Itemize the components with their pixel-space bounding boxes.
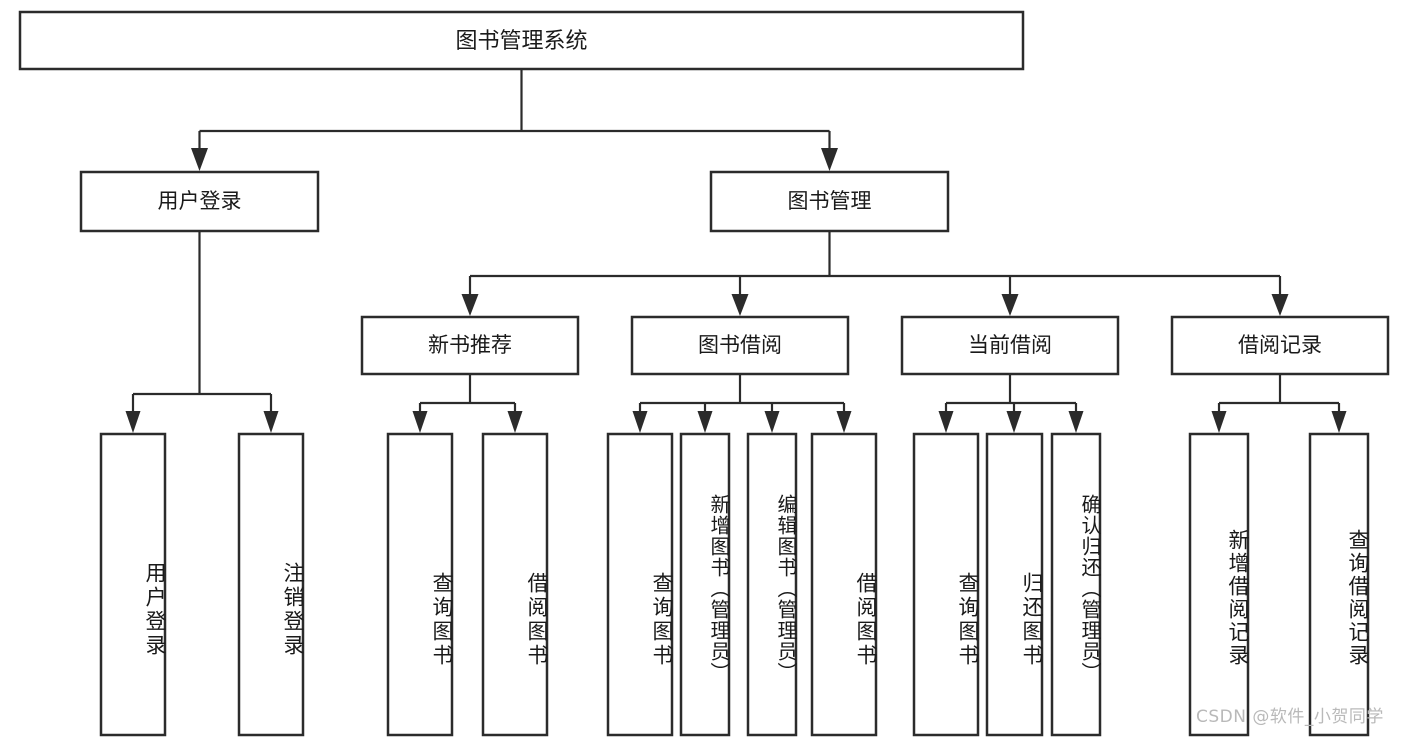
leaf-box-add-book-admin[interactable] xyxy=(679,432,731,737)
node-user-login[interactable]: 用户登录 xyxy=(79,170,320,233)
arrow-head-leaf-edit-book-admin xyxy=(764,411,780,433)
node-new-book-recommend[interactable]: 新书推荐 xyxy=(360,315,580,376)
arrow-head-book-borrow xyxy=(731,294,749,316)
arrow-head-leaf-query-borrow-record xyxy=(1331,411,1347,433)
node-user-login-box[interactable] xyxy=(79,170,320,233)
leaf-box-borrow-book[interactable] xyxy=(810,432,878,737)
arrow-head-leaf-add-book-admin xyxy=(697,411,713,433)
arrow-head-leaf-add-borrow-record xyxy=(1211,411,1227,433)
arrow-head-book-manage xyxy=(821,148,838,171)
node-book-borrow-label: 图书借阅 xyxy=(698,333,782,357)
leaf-box-query-book-current[interactable] xyxy=(912,432,980,737)
arrow-head-leaf-borrow-book-rec xyxy=(507,411,523,433)
node-book-manage[interactable]: 图书管理 xyxy=(709,170,950,233)
arrow-head-current-borrow xyxy=(1001,294,1019,316)
leaf-box-user-login[interactable] xyxy=(99,432,167,737)
arrow-head-new-book-recommend xyxy=(461,294,479,316)
leaf-box-layer xyxy=(99,432,1370,737)
leaf-box-return-book[interactable] xyxy=(985,432,1044,737)
node-current-borrow-label: 当前借阅 xyxy=(968,333,1052,357)
arrow-head-borrow-record xyxy=(1271,294,1289,316)
node-current-borrow-box[interactable] xyxy=(900,315,1120,376)
arrow-head-leaf-borrow-book xyxy=(836,411,852,433)
leaf-box-query-book-rec[interactable] xyxy=(386,432,454,737)
arrow-head-leaf-confirm-return-admin xyxy=(1068,411,1084,433)
arrow-head-leaf-query-book-rec xyxy=(412,411,428,433)
node-current-borrow[interactable]: 当前借阅 xyxy=(900,315,1120,376)
node-root-box[interactable] xyxy=(18,10,1025,71)
leaf-box-logout[interactable] xyxy=(237,432,305,737)
node-new-book-recommend-box[interactable] xyxy=(360,315,580,376)
leaf-box-query-book-borrow[interactable] xyxy=(606,432,674,737)
node-book-manage-label: 图书管理 xyxy=(788,189,872,213)
node-borrow-record-box[interactable] xyxy=(1170,315,1390,376)
node-root-label: 图书管理系统 xyxy=(455,29,587,54)
node-root[interactable]: 图书管理系统 xyxy=(18,10,1025,71)
node-borrow-record[interactable]: 借阅记录 xyxy=(1170,315,1390,376)
node-book-borrow-box[interactable] xyxy=(630,315,850,376)
arrow-head-leaf-query-book-borrow xyxy=(632,411,648,433)
arrow-head-leaf-logout xyxy=(263,411,279,433)
node-new-book-recommend-label: 新书推荐 xyxy=(428,333,512,357)
arrow-head-leaf-query-book-current xyxy=(938,411,954,433)
csdn-watermark: CSDN @软件_小贺同学 xyxy=(1196,707,1384,727)
node-book-manage-box[interactable] xyxy=(709,170,950,233)
leaf-box-add-borrow-record[interactable] xyxy=(1188,432,1250,737)
leaf-box-borrow-book-rec[interactable] xyxy=(481,432,549,737)
arrow-head-leaf-return-book xyxy=(1006,411,1022,433)
arrow-head-leaf-user-login xyxy=(125,411,141,433)
leaf-box-confirm-return-admin[interactable] xyxy=(1050,432,1102,737)
node-borrow-record-label: 借阅记录 xyxy=(1238,333,1322,357)
arrow-head-user-login xyxy=(191,148,208,171)
node-user-login-label: 用户登录 xyxy=(158,189,242,213)
connector-layer xyxy=(125,69,1347,433)
leaf-box-edit-book-admin[interactable] xyxy=(746,432,798,737)
node-book-borrow[interactable]: 图书借阅 xyxy=(630,315,850,376)
leaf-box-query-borrow-record[interactable] xyxy=(1308,432,1370,737)
